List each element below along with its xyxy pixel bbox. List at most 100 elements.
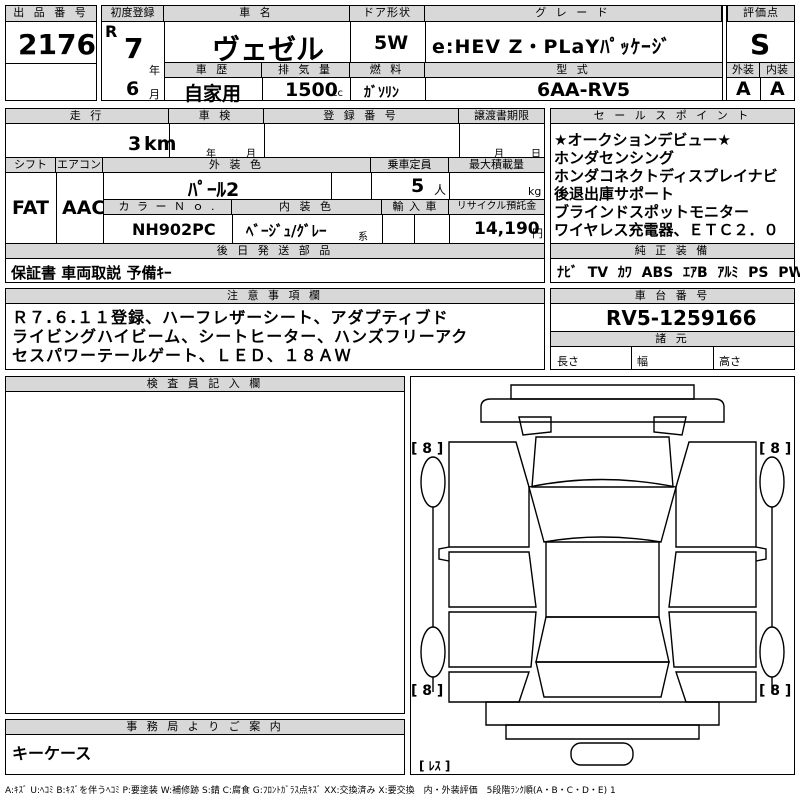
aircon-label: エアコン (56, 158, 103, 173)
year-unit: 年 (149, 64, 160, 77)
equipment-label: 純 正 装 備 (551, 244, 794, 259)
equipment-item: ｴｱB (682, 265, 708, 281)
tire-front-right: [ 8 ] (759, 441, 792, 457)
equipment-item: ｶﾜ (617, 265, 632, 281)
recycle-unit: 円 (532, 227, 543, 240)
history-value: 自家用 (184, 83, 242, 105)
registration-label: 登 録 番 号 (264, 109, 459, 124)
fuel-value: ｶﾞｿﾘﾝ (364, 85, 399, 101)
score-label: 評価点 (727, 6, 794, 22)
selling-points-label: セ ー ル ス ポ イ ン ト (551, 109, 794, 124)
max-load-unit: kg (528, 185, 542, 198)
car-name-value: ヴェゼル (212, 33, 325, 66)
import-label: 輸 入 車 (382, 200, 449, 215)
legend-text: A:ｷｽﾞ U:ﾍｺﾐ B:ｷｽﾞを伴うﾍｺﾐ P:要塗装 W:補修跡 S:錆 … (5, 786, 616, 796)
shipping-value: 保証書 車両取説 予備ｷｰ (11, 264, 172, 282)
year-value: 7 (124, 32, 144, 65)
car-diagram (420, 384, 785, 766)
shipping-label: 後 日 発 送 部 品 (6, 244, 544, 259)
height-label: 高さ (719, 355, 741, 368)
transfer-day-unit: 日 (531, 149, 541, 160)
color-no-value: NH902PC (132, 220, 216, 239)
dimensions-label: 諸 元 (551, 332, 794, 347)
selling-point-item: ホンダセンシング (554, 149, 675, 167)
grade-value: e:HEV Z・PLaYﾊﾟｯｹｰｼﾞ (432, 36, 672, 58)
selling-points-box: セ ー ル ス ポ イ ン ト ★オークションデビュー★ ホンダセンシング ホン… (550, 108, 800, 283)
score-value: S (750, 28, 771, 61)
vehicle-info-block: 初度登録 車 名 ドア形状 グ レ ー ド 評価点 R 7 年 ヴェゼル 5W … (101, 5, 795, 105)
transfer-month-unit: 月 (494, 149, 504, 160)
door-label: ドア形状 (350, 6, 425, 22)
month-unit: 月 (149, 88, 160, 101)
capacity-value: 5 (411, 175, 425, 197)
inspection-year-unit: 年 (206, 149, 216, 160)
selling-point-item: ホンダコネクトディスプレイナビ (554, 167, 778, 185)
capacity-unit: 人 (434, 183, 447, 197)
detail-block: 走 行 車 検 登 録 番 号 譲渡書期限 3 km 年 月 月 日 シフト エ… (5, 108, 545, 283)
interior-label: 内装 (760, 63, 794, 78)
equipment-item: ｱﾙﾐ (717, 265, 739, 281)
car-diagram-box: [ 8 ] [ 8 ] [ 8 ] [ 8 ] [ ﾚｽ ] (410, 376, 795, 775)
notes-line: Ｒ７.６.１１登録、ハーフレザーシート、アダプティブド (12, 308, 449, 327)
first-reg-label: 初度登録 (102, 6, 164, 22)
equipment-item: TV (587, 265, 609, 281)
length-label: 長さ (557, 355, 579, 368)
notes-line: ライビングハイビーム、シートヒーター、ハンズフリーアク (12, 327, 469, 346)
interior-color-label: 内 装 色 (232, 200, 382, 215)
grade-label: グ レ ー ド (425, 6, 722, 22)
shift-value: FAT (12, 197, 49, 219)
interior-value: A (770, 78, 785, 100)
color-value: ﾊﾟｰﾙ2 (188, 179, 240, 201)
recycle-value: 14,190 (474, 219, 540, 239)
office-label: 事 務 局 よ り ご 案 内 (6, 720, 404, 735)
selling-points-list: ★オークションデビュー★ ホンダセンシング ホンダコネクトディスプレイナビ 後退… (554, 131, 794, 239)
inspection-month-unit: 月 (246, 149, 256, 160)
inspection-label: 車 検 (169, 109, 264, 124)
mileage-value: 3 (128, 133, 142, 155)
notes-line: セスパワーテールゲート、ＬＥＤ、１８ＡＷ (12, 346, 352, 365)
notes-box: 注 意 事 項 欄 Ｒ７.６.１１登録、ハーフレザーシート、アダプティブド ライ… (5, 288, 545, 370)
spare-tire-label: [ ﾚｽ ] (419, 759, 451, 773)
exterior-label: 外装 (727, 63, 760, 78)
capacity-label: 乗車定員 (371, 158, 449, 173)
model-value: 6AA-RV5 (537, 79, 631, 101)
chassis-box: 車 台 番 号 RV5-1259166 諸 元 長さ 幅 高さ (550, 288, 795, 370)
displacement-unit: cc (332, 88, 343, 99)
mileage-unit: km (144, 133, 177, 155)
recycle-label: リサイクル預託金 (449, 200, 544, 215)
transfer-label: 譲渡書期限 (459, 109, 544, 124)
displacement-label: 排 気 量 (262, 63, 350, 78)
selling-point-item: ブラインドスポットモニター (554, 203, 750, 221)
color-label: 外 装 色 (103, 158, 371, 173)
inspector-label: 検 査 員 記 入 欄 (6, 377, 404, 392)
car-name-label: 車 名 (164, 6, 350, 22)
selling-point-item: 後退出庫サポート (554, 185, 675, 203)
door-value: 5W (374, 32, 409, 54)
interior-color-suffix: 系 (358, 232, 368, 243)
fuel-label: 燃 料 (350, 63, 425, 78)
lot-number-box: 出 品 番 号 2176 (5, 5, 97, 101)
width-label: 幅 (637, 355, 648, 368)
shift-label: シフト (6, 158, 56, 173)
tire-rear-right: [ 8 ] (759, 683, 792, 699)
equipment-item: PS (748, 265, 769, 281)
exterior-value: A (736, 78, 751, 100)
month-value: 6 (126, 78, 140, 100)
inspector-box: 検 査 員 記 入 欄 (5, 376, 405, 714)
equipment-item: PW (778, 265, 800, 281)
office-value: キーケース (12, 744, 92, 763)
model-label: 型 式 (425, 63, 722, 78)
equipment-item: ABS (641, 265, 674, 281)
selling-point-item: ワイヤレス充電器、ＥＴＣ２．０ (554, 221, 779, 239)
office-box: 事 務 局 よ り ご 案 内 キーケース (5, 719, 405, 775)
tire-rear-left: [ 8 ] (411, 683, 444, 699)
displacement-value: 1500 (285, 79, 338, 101)
tire-front-left: [ 8 ] (411, 441, 444, 457)
aircon-value: AAC (62, 197, 106, 219)
max-load-label: 最大積載量 (449, 158, 544, 173)
lot-number-value: 2176 (18, 28, 96, 61)
notes-label: 注 意 事 項 欄 (6, 289, 544, 304)
equipment-item: ﾅﾋﾞ (557, 265, 578, 281)
chassis-value: RV5-1259166 (606, 306, 757, 330)
lot-number-label: 出 品 番 号 (6, 6, 96, 22)
